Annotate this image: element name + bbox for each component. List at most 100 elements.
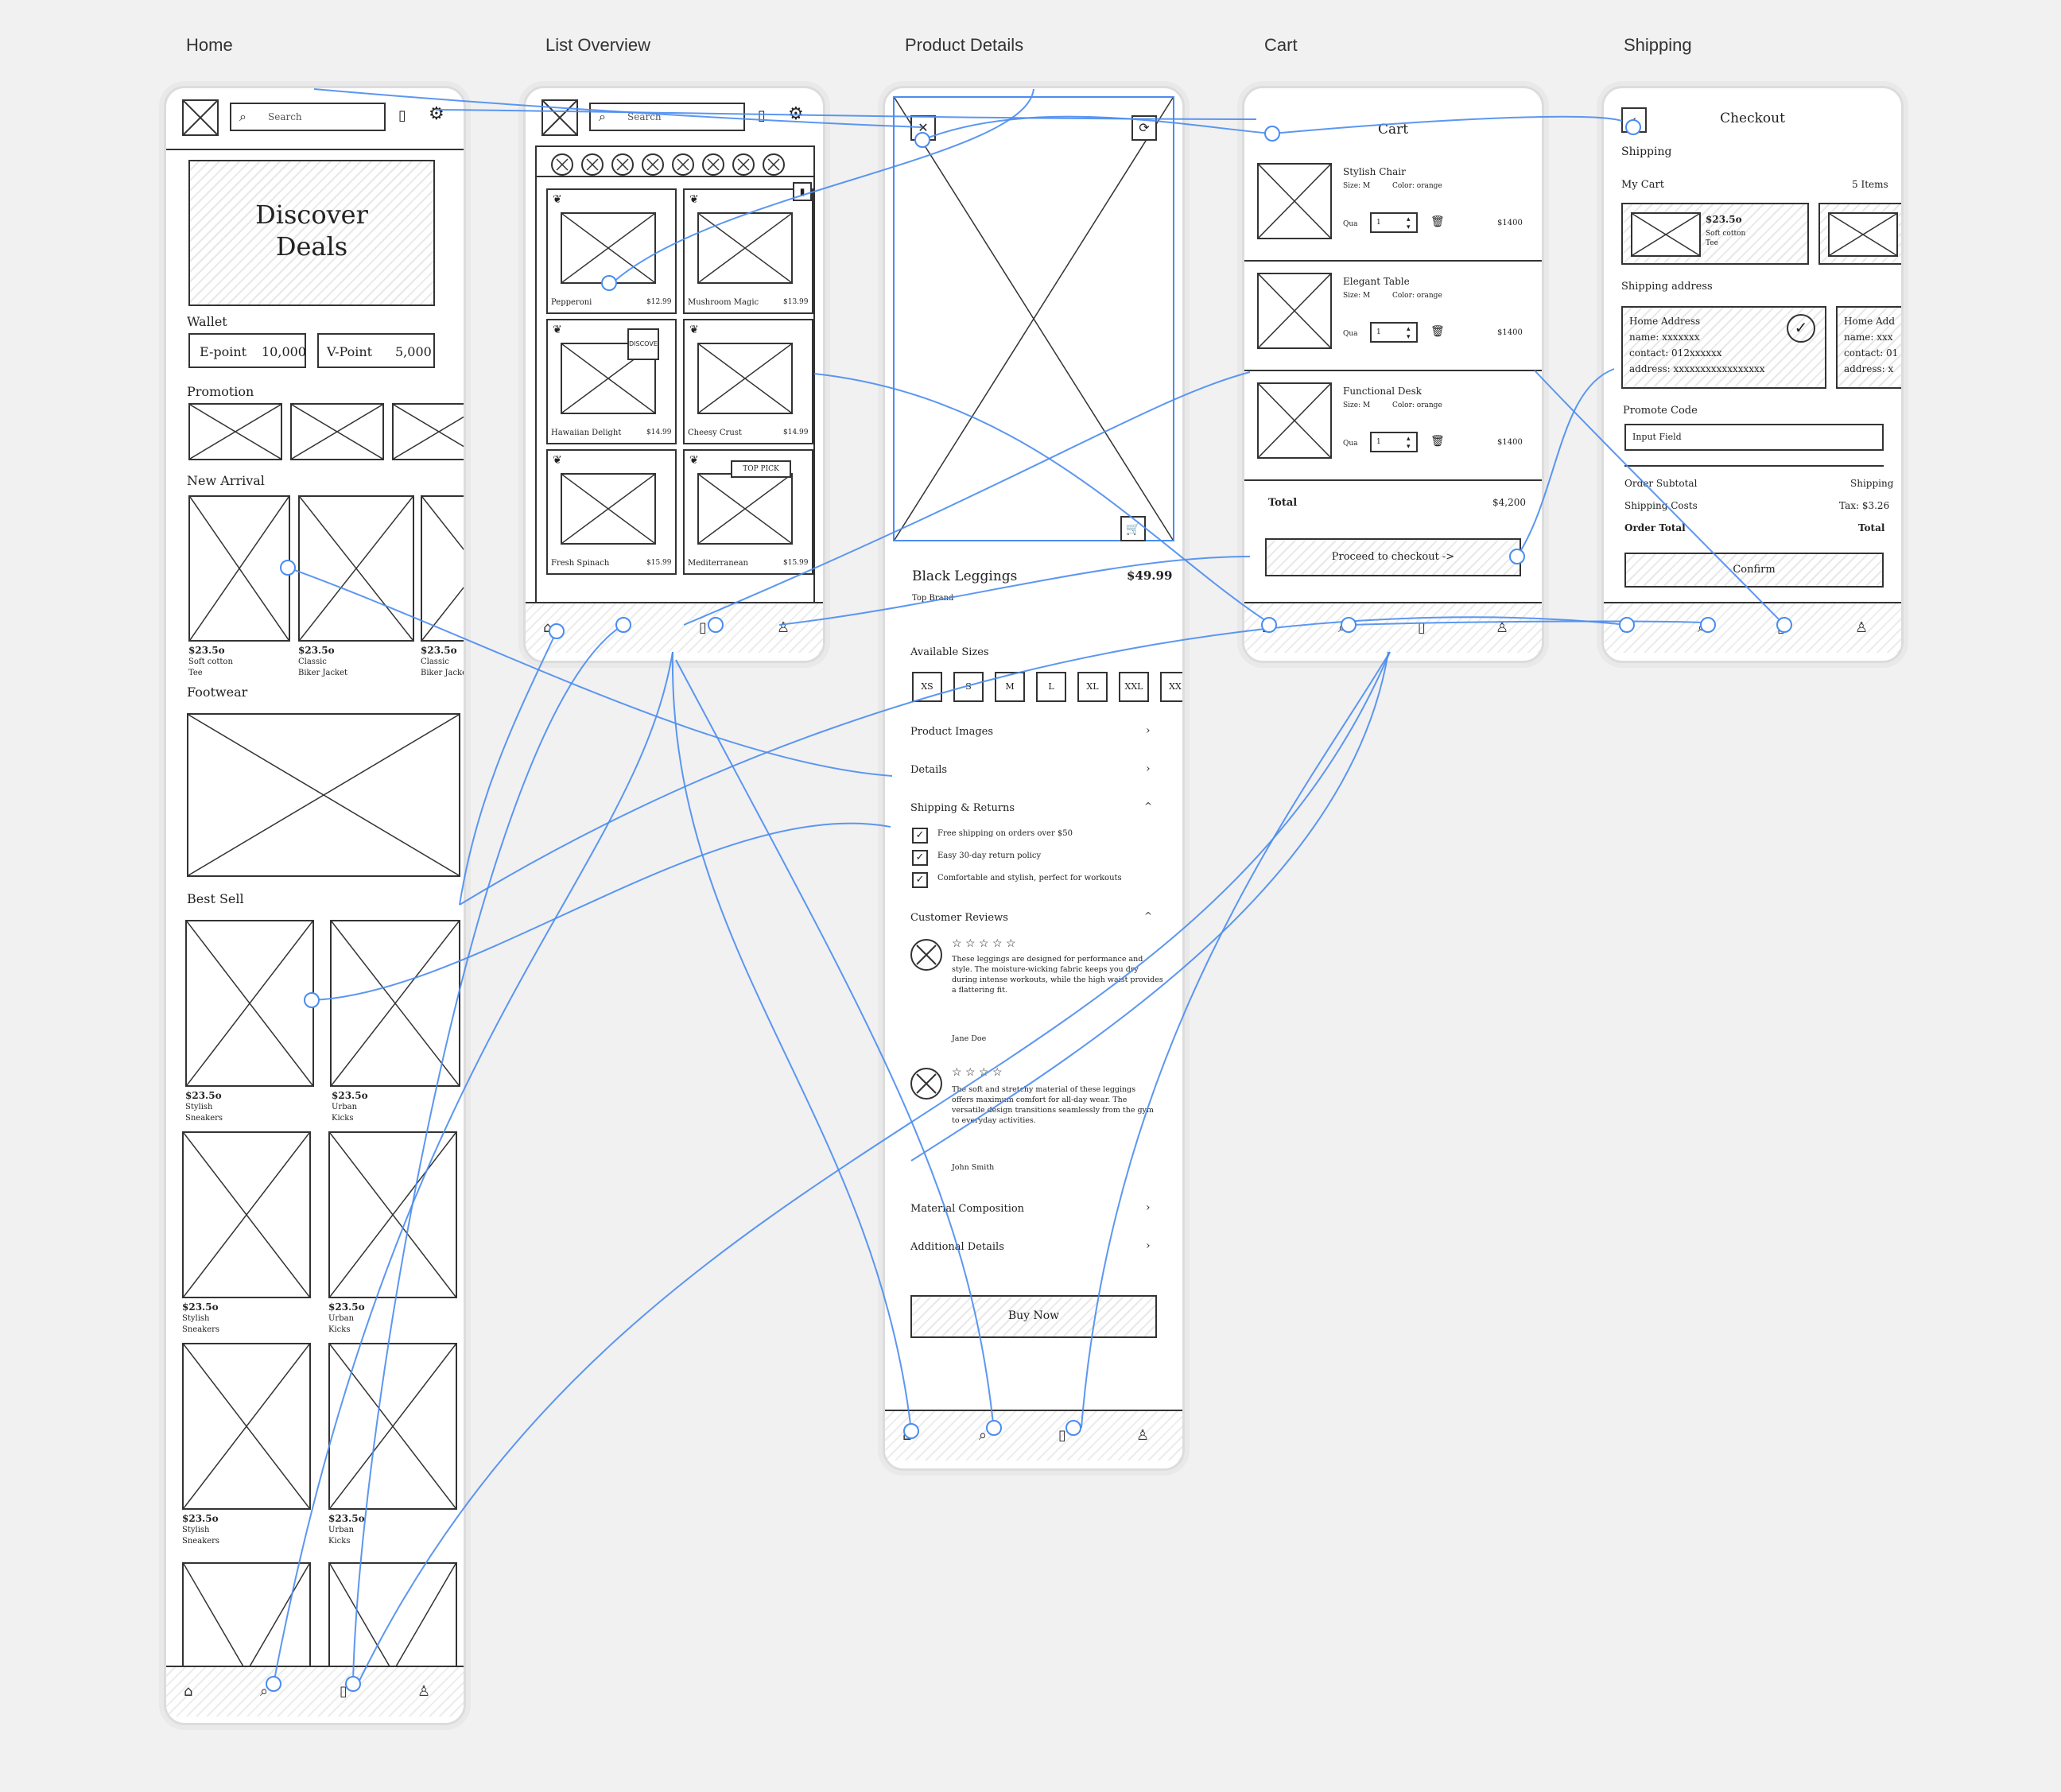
section-additional[interactable]: Additional Details — [910, 1241, 1004, 1253]
list-product-card[interactable]: ❦Mushroom Magic$13.99 — [683, 188, 813, 314]
category-chip-icon[interactable] — [551, 153, 573, 176]
search-input[interactable]: ⌕ Search — [230, 103, 386, 131]
new-arrival-image[interactable] — [188, 495, 290, 642]
gear-icon[interactable]: ⚙ — [429, 104, 444, 124]
list-product-card[interactable]: ❦Pepperoni$12.99 — [546, 188, 677, 314]
qty-stepper[interactable]: 1▴▾ — [1370, 322, 1418, 343]
confirm-button[interactable]: Confirm — [1624, 553, 1884, 588]
cart-summary-card[interactable] — [1818, 203, 1901, 265]
menu-icon[interactable] — [541, 99, 578, 136]
chevron-up-icon[interactable]: ^ — [1144, 801, 1153, 812]
profile-icon[interactable]: ♙ — [1136, 1427, 1150, 1444]
new-arrival-image[interactable] — [298, 495, 414, 642]
proceed-checkout-button[interactable]: Proceed to checkout -> — [1265, 538, 1521, 576]
search-input[interactable]: ⌕ Search — [589, 103, 745, 131]
category-chip-icon[interactable] — [672, 153, 694, 176]
buy-now-button[interactable]: Buy Now — [910, 1295, 1157, 1338]
chevron-right-icon[interactable]: › — [1146, 762, 1151, 775]
size-option[interactable]: M — [995, 672, 1025, 702]
close-icon[interactable]: ✕ — [910, 115, 936, 141]
qty-stepper[interactable]: 1▴▾ — [1370, 212, 1418, 233]
size-option[interactable]: XXL — [1119, 672, 1149, 702]
best-sell-image[interactable] — [328, 1343, 457, 1510]
chevron-up-icon[interactable]: ^ — [1144, 910, 1153, 921]
best-sell-image[interactable] — [182, 1343, 311, 1510]
promotion-image[interactable] — [290, 403, 384, 460]
product-hero-image[interactable] — [893, 96, 1174, 541]
menu-icon[interactable] — [182, 99, 219, 136]
search-icon[interactable]: ⌕ — [979, 1427, 988, 1444]
chevron-right-icon[interactable]: › — [1146, 1239, 1151, 1252]
bag-icon[interactable]: ▯ — [1058, 1427, 1066, 1444]
home-icon[interactable]: ⌂ — [184, 1683, 193, 1700]
bag-icon[interactable]: ▯ — [699, 619, 707, 636]
list-product-card[interactable]: ❦Cheesy Crust$14.99 — [683, 319, 813, 444]
trash-icon[interactable]: 🗑 — [1430, 325, 1445, 338]
size-option[interactable]: S — [953, 672, 984, 702]
profile-icon[interactable]: ♙ — [777, 619, 790, 636]
epoint-card[interactable]: E-point 10,000 — [188, 333, 306, 368]
category-chip-icon[interactable] — [732, 153, 755, 176]
best-sell-image[interactable] — [185, 920, 314, 1087]
bag-icon[interactable]: ▯ — [340, 1683, 347, 1700]
size-option[interactable]: XL — [1077, 672, 1108, 702]
share-icon[interactable]: ⟳ — [1131, 115, 1157, 141]
chevron-right-icon[interactable]: › — [1146, 1201, 1151, 1214]
bag-icon[interactable]: ▯ — [1777, 619, 1785, 636]
bag-icon[interactable]: ▯ — [398, 107, 406, 124]
search-icon[interactable]: ⌕ — [1338, 619, 1347, 636]
search-icon[interactable]: ⌕ — [1698, 619, 1706, 636]
category-chip-icon[interactable] — [702, 153, 724, 176]
best-sell-image[interactable] — [182, 1562, 311, 1674]
section-shipping-returns[interactable]: Shipping & Returns — [910, 802, 1015, 814]
category-chip-icon[interactable] — [763, 153, 785, 176]
trash-icon[interactable]: 🗑 — [1430, 215, 1445, 228]
bag-icon[interactable]: ▯ — [1418, 619, 1426, 636]
footwear-image[interactable] — [187, 713, 460, 877]
size-option[interactable]: L — [1036, 672, 1066, 702]
best-sell-image[interactable] — [328, 1562, 457, 1674]
address-card[interactable]: Home Address name: xxxxxxx contact: 012x… — [1621, 306, 1826, 389]
gear-icon[interactable]: ⚙ — [788, 104, 804, 124]
home-icon[interactable]: ⌂ — [543, 619, 553, 636]
trash-icon[interactable]: 🗑 — [1430, 435, 1445, 448]
section-customer-reviews[interactable]: Customer Reviews — [910, 912, 1008, 924]
section-details[interactable]: Details — [910, 764, 948, 776]
discover-deals-banner[interactable]: Discover Deals — [188, 160, 435, 306]
vpoint-card[interactable]: V-Point 5,000 — [317, 333, 435, 368]
cart-summary-card[interactable]: $23.5o Soft cotton Tee — [1621, 203, 1809, 265]
home-icon[interactable]: ⌂ — [902, 1427, 912, 1444]
best-sell-image[interactable] — [330, 920, 460, 1087]
list-product-card[interactable]: ❦Fresh Spinach$15.99 — [546, 449, 677, 575]
size-option[interactable]: XS — [912, 672, 942, 702]
address-card[interactable]: Home Add name: xxx contact: 01 address: … — [1836, 306, 1901, 389]
section-material[interactable]: Material Composition — [910, 1203, 1025, 1215]
add-to-cart-icon[interactable]: 🛒 — [1120, 516, 1146, 541]
best-sell-image[interactable] — [328, 1131, 457, 1298]
section-product-images[interactable]: Product Images — [910, 726, 994, 738]
category-chip-icon[interactable] — [581, 153, 604, 176]
search-icon[interactable]: ⌕ — [260, 1683, 269, 1700]
best-sell-image[interactable] — [182, 1131, 311, 1298]
profile-icon[interactable]: ♙ — [417, 1683, 431, 1700]
home-icon[interactable]: ⌂ — [1262, 619, 1271, 636]
chevron-right-icon[interactable]: › — [1146, 724, 1151, 737]
profile-icon[interactable]: ♙ — [1496, 619, 1509, 636]
category-chip-icon[interactable] — [611, 153, 634, 176]
filter-icon[interactable]: ▮ — [793, 182, 812, 201]
promotion-image[interactable] — [392, 403, 464, 460]
bag-icon[interactable]: ▯ — [758, 107, 766, 124]
new-arrival-image[interactable] — [421, 495, 464, 642]
size-option[interactable]: XX — [1160, 672, 1182, 702]
promotion-image[interactable] — [188, 403, 282, 460]
profile-icon[interactable]: ♙ — [1855, 619, 1869, 636]
category-chip-icon[interactable] — [642, 153, 664, 176]
home-icon[interactable]: ⌂ — [1621, 619, 1631, 636]
qty-stepper[interactable]: 1▴▾ — [1370, 432, 1418, 452]
promo-code-input[interactable]: Input Field — [1624, 424, 1884, 451]
search-icon[interactable]: ⌕ — [619, 619, 628, 636]
review-text: style. The moisture-wicking fabric keeps… — [952, 965, 1139, 974]
